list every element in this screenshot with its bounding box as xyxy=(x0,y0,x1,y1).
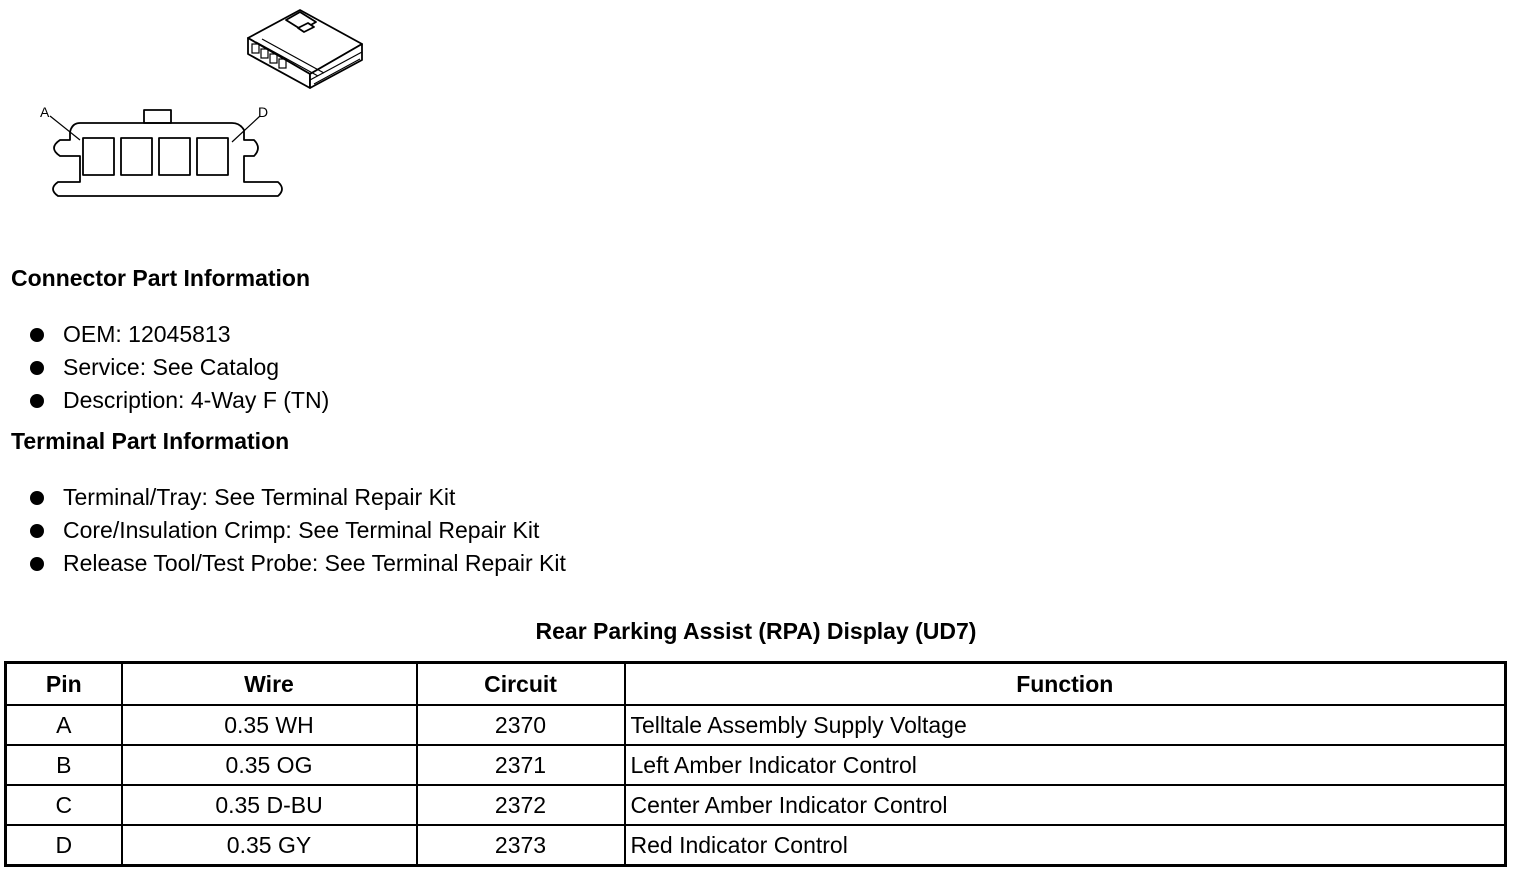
bullet-icon xyxy=(30,361,44,375)
connector-latch xyxy=(143,109,172,124)
connector-oem: OEM: 12045813 xyxy=(63,321,231,347)
cell-function: Center Amber Indicator Control xyxy=(623,784,1507,826)
list-item: Release Tool/Test Probe: See Terminal Re… xyxy=(28,549,566,582)
list-item: OEM: 12045813 xyxy=(28,320,329,353)
bullet-icon xyxy=(30,491,44,505)
table-row: C 0.35 D-BU 2372 Center Amber Indicator … xyxy=(4,784,1507,826)
cavity-b xyxy=(120,137,153,176)
bullet-icon xyxy=(30,557,44,571)
cell-function: Red Indicator Control xyxy=(623,824,1507,867)
cell-pin: A xyxy=(4,704,123,746)
header-function: Function xyxy=(623,661,1507,706)
cell-pin: B xyxy=(4,744,123,786)
header-circuit: Circuit xyxy=(415,661,626,706)
connector-isometric-illustration xyxy=(247,9,363,89)
cell-circuit: 2371 xyxy=(415,744,626,786)
header-pin: Pin xyxy=(4,661,123,706)
cavity-c xyxy=(158,137,191,176)
table-row: B 0.35 OG 2371 Left Amber Indicator Cont… xyxy=(4,744,1507,786)
list-item: Description: 4-Way F (TN) xyxy=(28,386,329,419)
cell-pin: C xyxy=(4,784,123,826)
cavity-a xyxy=(82,137,115,176)
connector-part-info-heading: Connector Part Information xyxy=(11,265,311,291)
cell-wire: 0.35 OG xyxy=(120,744,418,786)
bullet-icon xyxy=(30,328,44,342)
connector-housing-outline xyxy=(52,122,283,197)
cell-circuit: 2373 xyxy=(415,824,626,867)
list-item: Terminal/Tray: See Terminal Repair Kit xyxy=(28,483,566,516)
table-row: D 0.35 GY 2373 Red Indicator Control xyxy=(4,824,1507,867)
terminal-tray: Terminal/Tray: See Terminal Repair Kit xyxy=(63,484,456,510)
cell-wire: 0.35 WH xyxy=(120,704,418,746)
cell-circuit: 2372 xyxy=(415,784,626,826)
connector-face-diagram: A D xyxy=(40,104,283,197)
cell-wire: 0.35 D-BU xyxy=(120,784,418,826)
cell-wire: 0.35 GY xyxy=(120,824,418,867)
cell-circuit: 2370 xyxy=(415,704,626,746)
table-row: A 0.35 WH 2370 Telltale Assembly Supply … xyxy=(4,704,1507,746)
connector-info-list: OEM: 12045813 Service: See Catalog Descr… xyxy=(28,320,329,419)
cell-function: Left Amber Indicator Control xyxy=(623,744,1507,786)
header-wire: Wire xyxy=(120,661,418,706)
terminal-crimp: Core/Insulation Crimp: See Terminal Repa… xyxy=(63,517,540,543)
list-item: Service: See Catalog xyxy=(28,353,329,386)
table-title: Rear Parking Assist (RPA) Display (UD7) xyxy=(535,618,977,644)
cell-pin: D xyxy=(4,824,123,867)
cavity-d xyxy=(196,137,229,176)
pin-label-a: A xyxy=(40,104,50,120)
terminal-part-info-heading: Terminal Part Information xyxy=(11,428,290,454)
connector-service: Service: See Catalog xyxy=(63,354,280,380)
terminal-release-tool: Release Tool/Test Probe: See Terminal Re… xyxy=(63,550,566,576)
pin-label-d: D xyxy=(258,104,268,120)
cell-function: Telltale Assembly Supply Voltage xyxy=(623,704,1507,746)
table-header-row: Pin Wire Circuit Function xyxy=(4,661,1507,706)
list-item: Core/Insulation Crimp: See Terminal Repa… xyxy=(28,516,566,549)
bullet-icon xyxy=(30,524,44,538)
bullet-icon xyxy=(30,394,44,408)
terminal-info-list: Terminal/Tray: See Terminal Repair Kit C… xyxy=(28,483,566,582)
connector-description: Description: 4-Way F (TN) xyxy=(63,387,330,413)
pinout-table: Pin Wire Circuit Function A 0.35 WH 2370… xyxy=(4,661,1507,867)
